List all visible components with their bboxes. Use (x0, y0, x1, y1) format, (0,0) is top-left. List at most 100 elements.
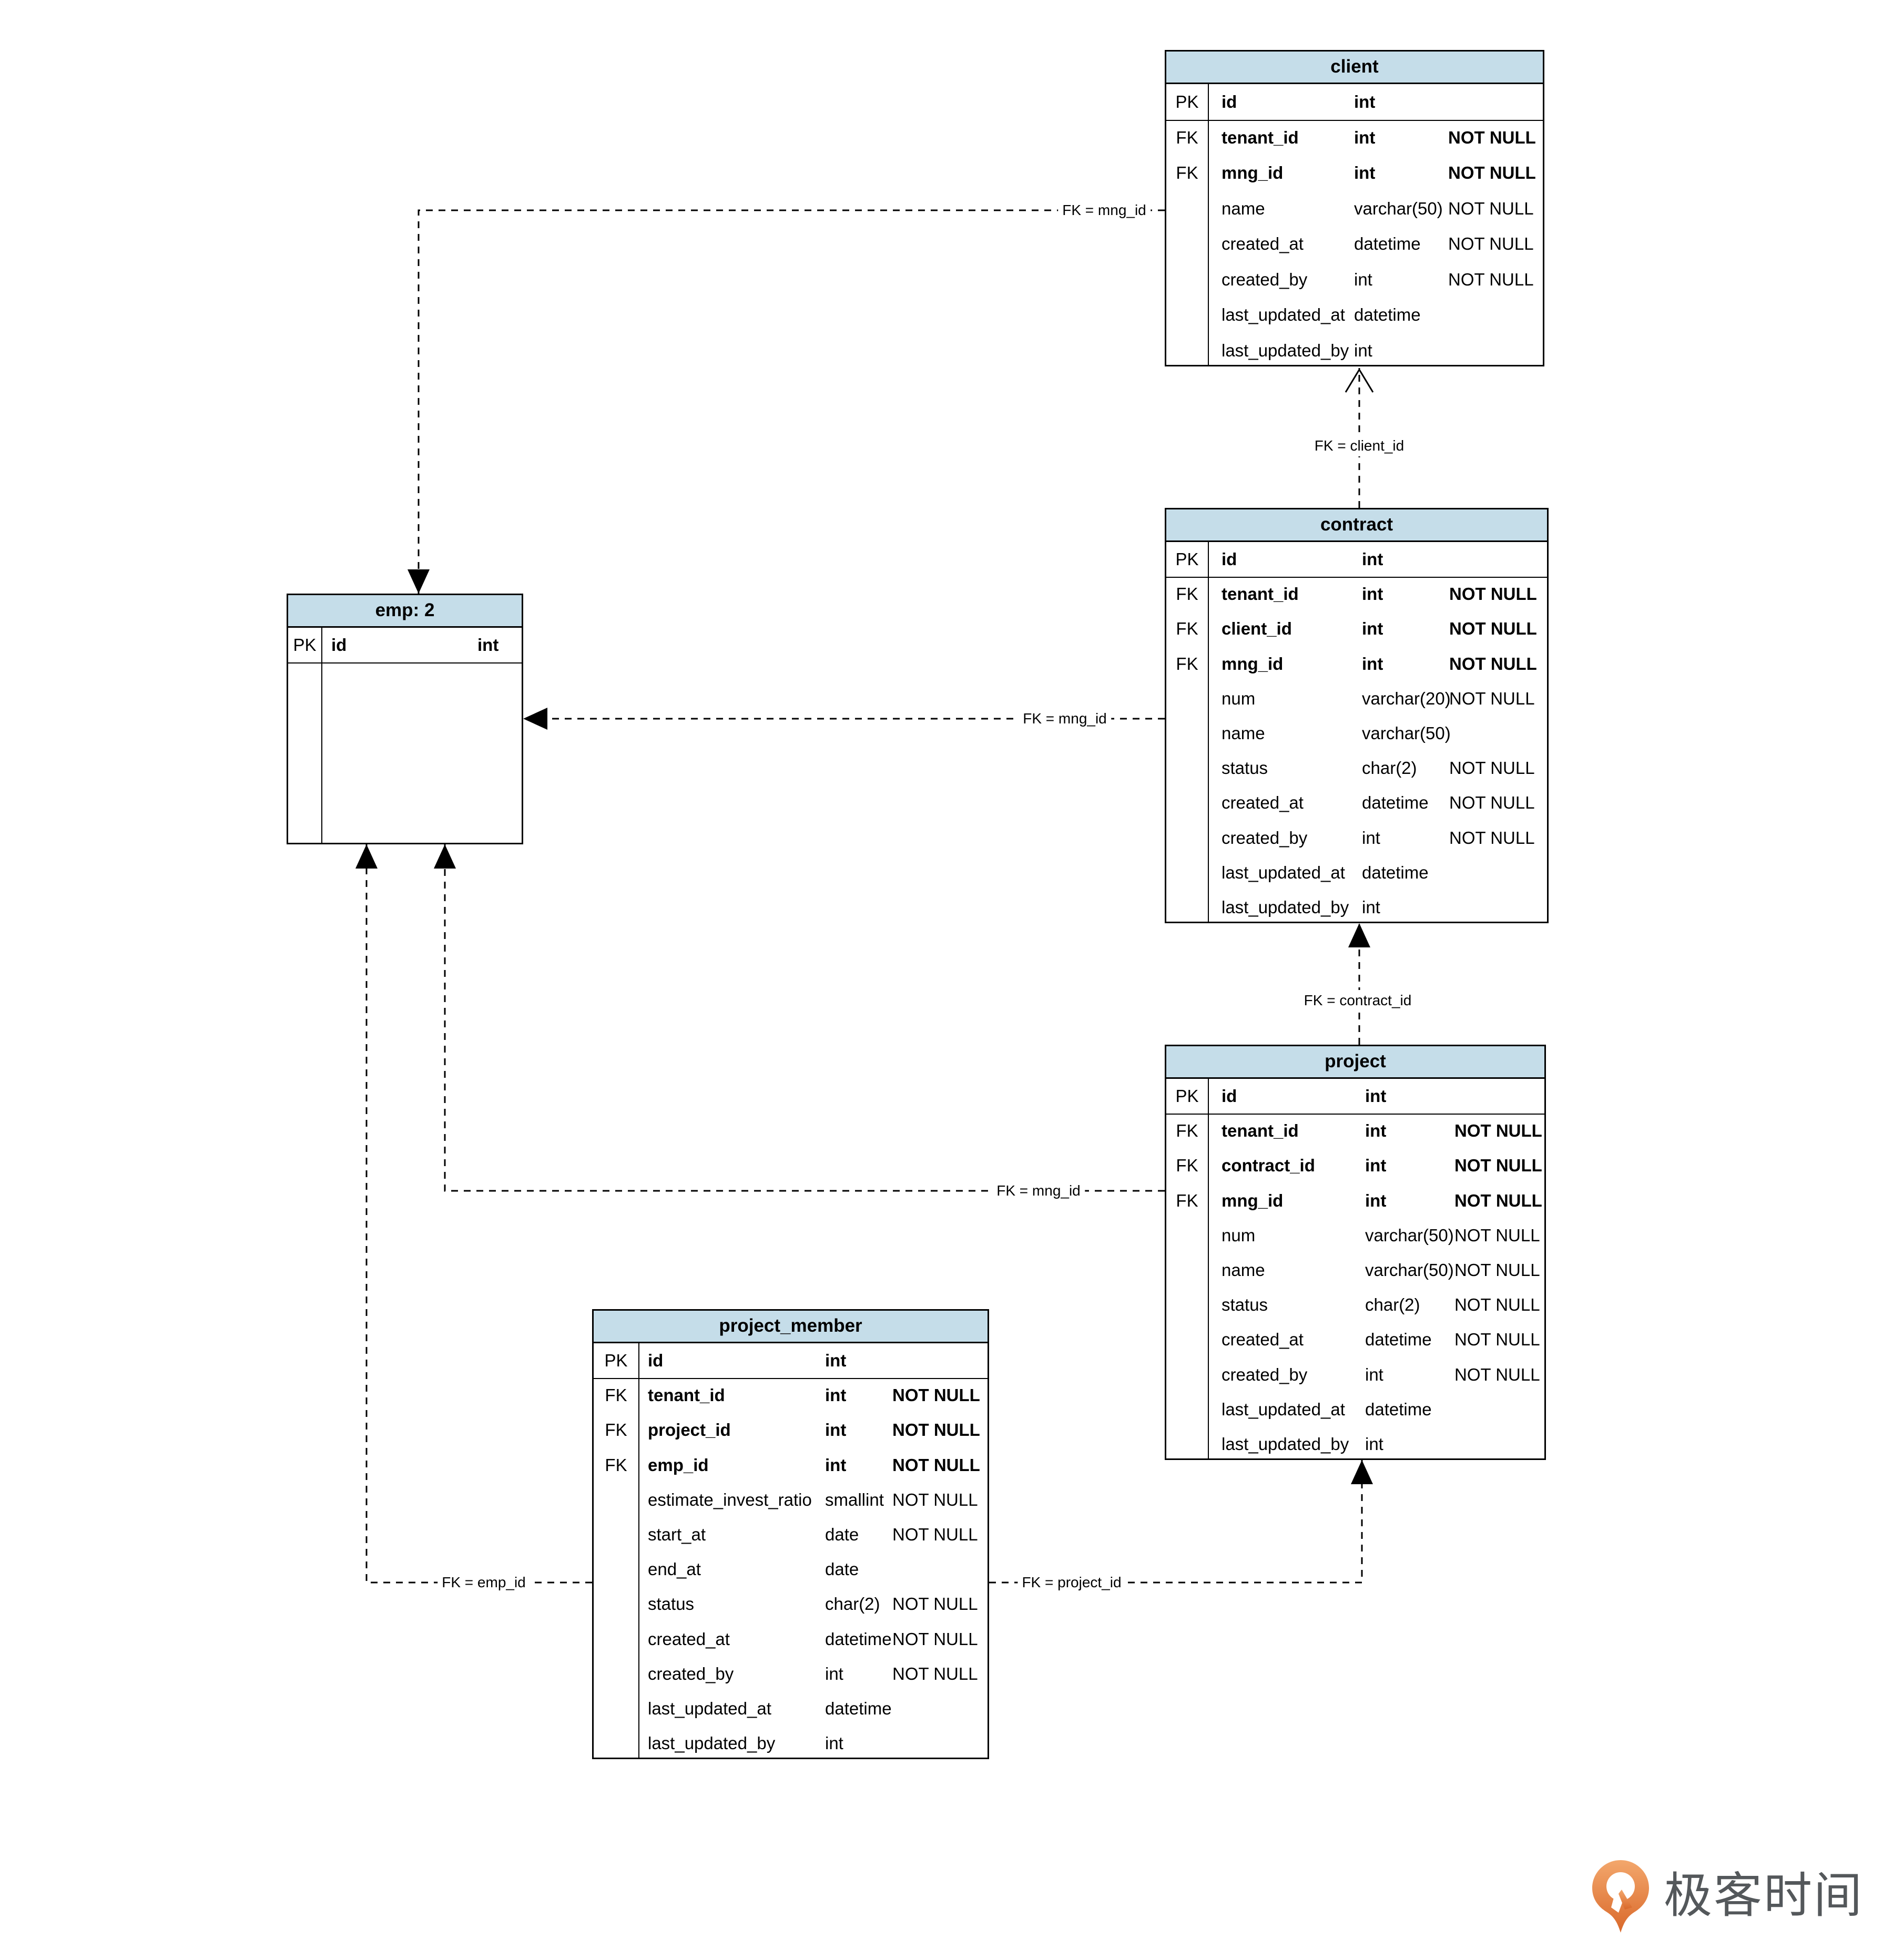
field-tp-cell: int (477, 635, 499, 655)
field-tp-cell: char(2) (1362, 758, 1417, 778)
field-nm-cell: last_updated_by (1222, 1434, 1349, 1454)
field-key-cell: PK (1175, 1086, 1199, 1106)
field-nm-cell: status (1222, 758, 1268, 778)
fk-connector-project-to-contract (1348, 923, 1370, 1045)
field-key-cell: FK (1176, 619, 1198, 639)
field-tp-cell: datetime (1365, 1330, 1432, 1350)
fk-label-project-to-emp: FK = mng_id (992, 1180, 1085, 1201)
field-cs-cell: NOT NULL (1454, 1330, 1540, 1350)
entity-header-contract: contract (1166, 509, 1547, 542)
field-key-cell: FK (1176, 127, 1198, 147)
field-cs-cell: NOT NULL (892, 1385, 980, 1405)
field-key-cell: PK (604, 1351, 628, 1370)
field-key-cell: FK (605, 1455, 627, 1475)
field-key-cell: FK (1176, 1190, 1198, 1210)
field-nm-cell: estimate_invest_ratio (648, 1489, 812, 1509)
field-tp-cell: datetime (825, 1699, 892, 1718)
field-tp-cell: int (1354, 92, 1376, 111)
field-nm-cell: tenant_id (648, 1385, 725, 1405)
field-tp-cell: int (1362, 828, 1380, 848)
field-nm-cell: end_at (648, 1559, 701, 1579)
entity-title-client: client (1330, 56, 1379, 77)
field-cs-cell: NOT NULL (892, 1629, 978, 1649)
field-nm-cell: id (1222, 549, 1237, 569)
field-nm-cell: last_updated_at (1222, 862, 1345, 882)
field-nm-cell: created_by (648, 1663, 734, 1683)
field-key-cell: FK (1176, 584, 1198, 604)
pk-row-separator (1166, 1114, 1544, 1115)
field-nm-cell: mng_id (1222, 1190, 1284, 1210)
field-key-cell: PK (293, 635, 317, 655)
field-nm-cell: last_updated_by (1222, 340, 1349, 360)
field-nm-cell: status (1222, 1295, 1268, 1315)
field-nm-cell: id (648, 1351, 664, 1370)
field-tp-cell: int (1362, 897, 1380, 917)
field-nm-cell: created_by (1222, 828, 1308, 848)
field-cs-cell: NOT NULL (1449, 654, 1537, 673)
field-tp-cell: char(2) (1365, 1295, 1420, 1315)
field-tp-cell: int (1354, 163, 1376, 182)
field-nm-cell: created_by (1222, 1364, 1308, 1384)
field-tp-cell: datetime (1362, 862, 1429, 882)
fk-connector-project-member-to-project (989, 1460, 1373, 1584)
field-tp-cell: char(2) (825, 1594, 880, 1614)
field-cs-cell: NOT NULL (1448, 127, 1536, 147)
field-nm-cell: created_at (1222, 234, 1304, 253)
fk-label-project-member-to-emp: FK = emp_id (437, 1572, 530, 1593)
field-tp-cell: int (825, 1420, 847, 1440)
field-tp-cell: int (825, 1351, 847, 1370)
field-tp-cell: int (825, 1385, 847, 1405)
field-nm-cell: last_updated_at (1222, 1399, 1345, 1419)
field-key-cell: FK (605, 1420, 627, 1440)
field-tp-cell: datetime (1365, 1399, 1432, 1419)
fk-connector-project-to-emp (434, 844, 1165, 1192)
field-tp-cell: int (825, 1733, 843, 1753)
field-cs-cell: NOT NULL (892, 1663, 978, 1683)
key-column-divider (321, 628, 322, 843)
filled-arrowhead-icon (1348, 923, 1370, 947)
geektime-logo: 极客时间 (1591, 1858, 1864, 1934)
key-column-divider (1208, 542, 1209, 922)
key-column-divider (1208, 84, 1209, 365)
field-cs-cell: NOT NULL (1454, 1260, 1540, 1280)
field-nm-cell: num (1222, 688, 1256, 708)
field-row-created_by: created_by int NOT NULL (1166, 262, 1543, 298)
filled-arrowhead-icon (523, 708, 547, 730)
field-nm-cell: name (1222, 1260, 1265, 1280)
pk-row-separator (1166, 577, 1547, 578)
field-cs-cell: NOT NULL (1448, 269, 1534, 289)
field-cs-cell: NOT NULL (1449, 584, 1537, 604)
filled-arrowhead-icon (355, 844, 378, 869)
filled-arrowhead-icon (408, 569, 430, 594)
field-nm-cell: mng_id (1222, 654, 1284, 673)
field-nm-cell: created_by (1222, 269, 1308, 289)
field-nm-cell: tenant_id (1222, 127, 1299, 147)
field-key-cell: FK (605, 1385, 627, 1405)
field-nm-cell: contract_id (1222, 1156, 1315, 1176)
field-tp-cell: int (1365, 1121, 1387, 1141)
field-nm-cell: id (1222, 1086, 1237, 1106)
entity-header-project_member: project_member (594, 1311, 988, 1343)
key-column-divider (1208, 1079, 1209, 1458)
field-tp-cell: int (1354, 269, 1372, 289)
